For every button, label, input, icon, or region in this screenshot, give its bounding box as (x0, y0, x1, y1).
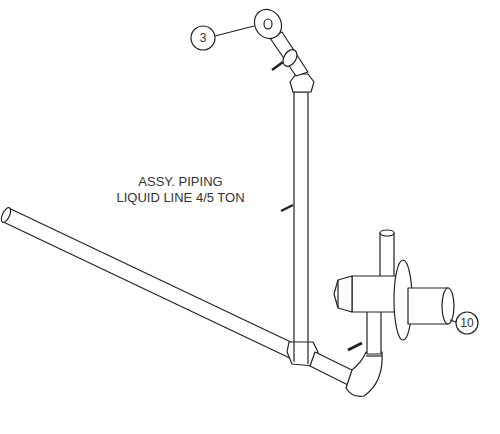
valve-nut (290, 74, 314, 92)
valve-body (270, 32, 308, 76)
leader-line (215, 26, 254, 36)
valve-port (348, 343, 362, 350)
callout-circle (191, 26, 215, 50)
nut-edge (337, 280, 338, 308)
valve-port (272, 62, 283, 70)
elbow-fitting (346, 352, 382, 396)
valve-nut (334, 276, 352, 312)
callout-number: 3 (200, 31, 207, 45)
valve-body (352, 276, 400, 312)
flange-hub (264, 19, 272, 29)
tee-seam (307, 342, 308, 364)
stub-end (380, 230, 394, 236)
callout-number: 10 (460, 316, 473, 330)
tee-seam (293, 342, 294, 362)
riser-pipe (294, 92, 308, 350)
valve-stub (380, 233, 394, 277)
valve-flange (249, 5, 287, 44)
liquid-pipe (3, 208, 308, 364)
drawing-title: ASSY. PIPING LIQUID LINE 4/5 TON (116, 174, 245, 206)
cylinder-end (442, 288, 454, 324)
callout-circle (456, 312, 478, 334)
leader-line (450, 320, 456, 322)
riser-pipe (367, 306, 381, 354)
valve-collar (280, 47, 300, 69)
pipe-end (0, 206, 13, 223)
riser-port (281, 205, 293, 211)
elbow-seam (366, 355, 382, 356)
